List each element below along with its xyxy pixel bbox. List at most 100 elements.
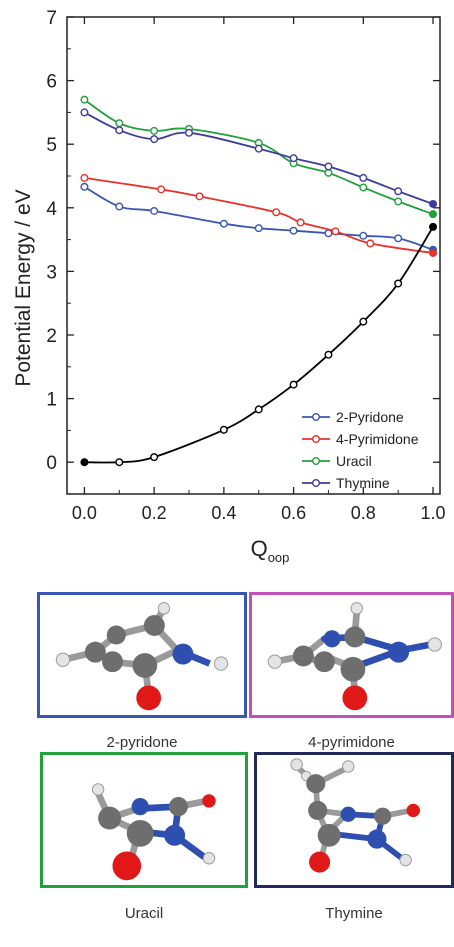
series-line [83,98,434,216]
data-point [296,218,305,227]
x-tick-label: 1.0 [421,503,446,523]
data-point [289,380,298,389]
y-tick-label: 5 [46,135,57,156]
series-ground-state [80,222,438,467]
plot-frame [66,16,441,495]
legend-item-4-pyrimidone: 4-Pyrimidone [302,431,419,447]
data-point [394,197,403,206]
data-point [272,208,281,217]
molecule-label-thymine: Thymine [325,905,383,922]
data-point [150,135,159,144]
data-point [254,224,263,233]
data-point [359,183,368,192]
molecule-panel-thymine [254,752,454,888]
series-line [84,226,434,464]
data-point [115,126,124,135]
series-line [83,111,434,205]
data-point [254,144,263,153]
data-point [115,202,124,211]
legend-swatch-marker [312,479,321,488]
molecule-thymine [290,758,420,873]
chart-series [80,95,438,467]
y-tick-label: 0 [46,453,57,474]
x-axis-label-subscript: oop [268,550,290,565]
data-point [324,350,333,359]
data-point [150,126,159,135]
series-uracil [80,95,438,219]
data-point [80,458,89,467]
legend-swatch-marker [312,457,321,466]
data-point [115,458,124,467]
molecule-label-uracil: Uracil [124,905,164,922]
legend-label: Thymine [336,475,390,491]
series-line [84,177,434,254]
data-point [254,405,263,414]
y-tick-label: 4 [46,199,57,220]
data-point [150,453,159,462]
atoms [290,758,420,873]
x-tick-label: 0.8 [351,503,376,523]
data-point [359,173,368,182]
molecule-panel-uracil [40,752,248,888]
atoms [55,602,229,711]
legend-item-uracil: Uracil [302,453,372,469]
data-point [185,128,194,137]
data-point [80,95,89,104]
data-point [394,279,403,288]
legend-swatch-marker [312,435,321,444]
data-point [366,239,375,248]
data-point [359,231,368,240]
data-point [80,108,89,117]
atoms [267,602,442,711]
legend-item-thymine: Thymine [302,475,390,491]
molecule-label-4-pyrimidone: 4-pyrimidone [308,734,395,751]
legend-label: Uracil [336,453,372,469]
data-point [219,219,228,228]
x-axis-label: Qoop [251,536,290,565]
y-tick-label: 3 [46,262,57,283]
data-point [429,199,438,208]
data-point [324,168,333,177]
y-tick-label: 6 [46,72,57,93]
molecule-2-pyridone [55,602,229,711]
molecule-4-pyrimidone [267,602,442,711]
data-point [115,119,124,128]
data-point [394,234,403,243]
data-point [80,173,89,182]
y-axis-label: Potential Energy / eV [12,189,35,386]
atoms [91,783,216,881]
legend-swatch-marker [312,413,321,422]
x-axis-label-main: Q [251,536,268,561]
series-4-pyrimidone [80,173,438,257]
data-point [289,226,298,235]
molecule-panel-4-pyrimidone [249,592,454,718]
series-thymine [80,108,438,208]
legend-item-2-pyridone: 2-Pyridone [302,409,404,425]
data-point [324,162,333,171]
data-point [80,182,89,191]
molecule-uracil [91,783,216,881]
data-point [157,185,166,194]
series-2-pyridone [80,182,438,254]
x-tick-label: 0.2 [142,503,167,523]
data-point [195,192,204,201]
x-tick-label: 0.6 [281,503,306,523]
data-point [219,425,228,434]
data-point [331,227,340,236]
data-point [429,248,438,257]
x-tick-label: 0.0 [72,503,97,523]
data-point [150,206,159,215]
y-tick-label: 7 [46,8,57,29]
data-point [289,154,298,163]
y-tick-label: 1 [46,390,57,411]
series-line [83,186,434,251]
data-point [429,222,438,231]
molecule-label-2-pyridone: 2-pyridone [106,734,178,751]
legend-label: 2-Pyridone [336,409,404,425]
molecule-panel-2-pyridone [37,592,247,718]
data-point [359,317,368,326]
data-point [429,210,438,219]
